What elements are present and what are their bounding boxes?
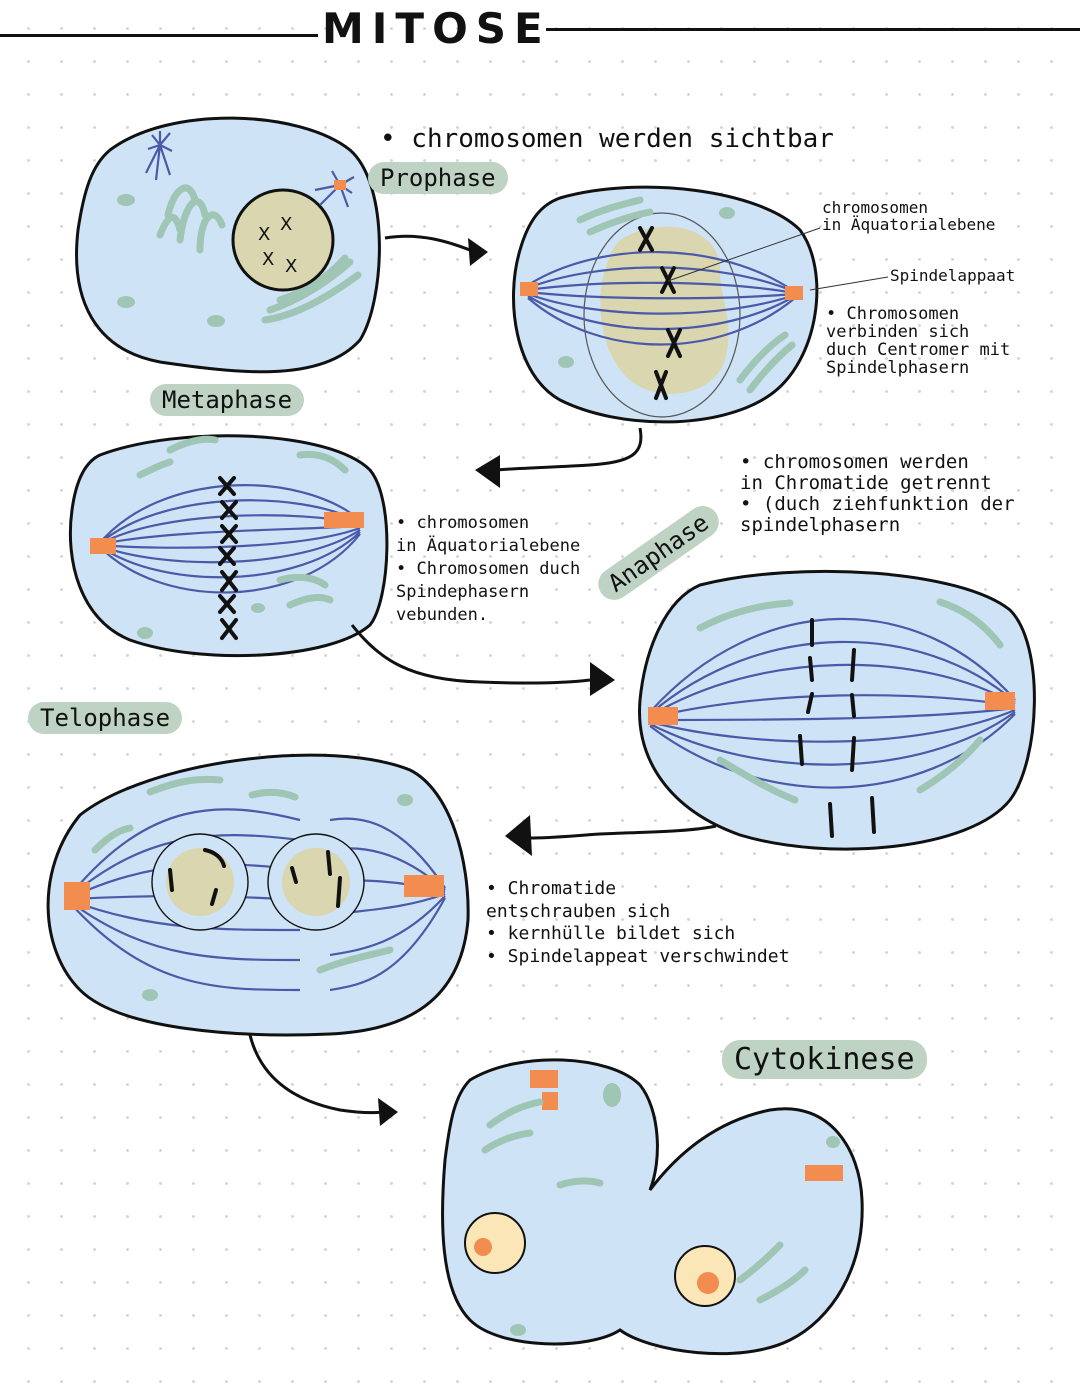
- note-line: entschrauben sich: [486, 900, 671, 922]
- note-prophase-spindel: Spindelappaat: [890, 266, 1016, 285]
- note-line: vebunden.: [396, 604, 489, 625]
- arrow-to-metaphase: [494, 427, 643, 472]
- svg-text:X: X: [258, 224, 270, 245]
- arrow-to-anaphase: [350, 624, 591, 685]
- nucleus: [231, 188, 335, 292]
- note-line: verbinden sich: [826, 321, 970, 342]
- label-telophase: Telophase: [28, 702, 183, 734]
- note-telophase: • Chromatide entschrauben sich • kernhül…: [486, 878, 789, 968]
- arrow-head-telophase: [505, 815, 532, 856]
- label-prophase: Prophase: [368, 162, 508, 194]
- note-line: Spindephasern: [396, 581, 530, 602]
- arrow-head-cytokinese: [378, 1098, 398, 1126]
- header-rule-right: [546, 28, 1080, 31]
- note-line: • Chromatide: [486, 878, 617, 899]
- note-prophase-verbinden: • Chromosomen verbinden sich duch Centro…: [826, 304, 1011, 378]
- note-line: in Äquatorialebene: [822, 214, 996, 234]
- arrow-to-cytokinese: [248, 1034, 386, 1115]
- note-line: in Äquatorialebene: [396, 535, 581, 556]
- arrow-to-prophase: [384, 234, 476, 254]
- note-anaphase: • chromosomen werden in Chromatide getre…: [740, 452, 1015, 536]
- note-metaphase: • chromosomen in Äquatorialebene • Chrom…: [396, 512, 580, 627]
- arrow-head-metaphase: [475, 455, 500, 488]
- note-line: duch Centromer mit: [826, 339, 1011, 360]
- note-line: • chromosomen: [396, 513, 530, 533]
- telophase-cell: [46, 753, 470, 1037]
- interphase-cell: X X X X: [75, 116, 381, 374]
- arrow-head-anaphase: [590, 662, 615, 696]
- svg-text:X: X: [262, 249, 274, 270]
- note-line: • (duch ziehfunktion der: [740, 492, 1015, 515]
- note-line: in Chromatide getrennt: [740, 471, 992, 494]
- note-line: chromosomen: [822, 198, 928, 217]
- note-line: • Chromosomen: [826, 304, 960, 324]
- header-rule-left: [0, 34, 318, 37]
- metaphase-cell: [68, 434, 389, 658]
- page-title: MITOSE: [322, 4, 551, 53]
- label-cytokinese: Cytokinese: [722, 1040, 927, 1079]
- note-line: • chromosomen werden: [740, 451, 969, 473]
- note-line: spindelphasern: [740, 513, 901, 536]
- note-line: • kernhülle bildet sich: [486, 923, 736, 944]
- svg-text:X: X: [285, 256, 297, 277]
- note-line: • Chromosomen duch: [396, 558, 581, 579]
- arrow-head-prophase: [468, 238, 488, 266]
- label-metaphase: Metaphase: [150, 384, 305, 416]
- arrow-to-telophase: [529, 824, 717, 840]
- prophase-cell: [511, 185, 889, 424]
- note-prophase-top: • chromosomen werden sichtbar: [380, 124, 834, 154]
- note-line: Spindelphasern: [826, 357, 970, 378]
- svg-text:X: X: [280, 214, 292, 235]
- note-line: • Spindelappeat verschwindet: [486, 945, 790, 967]
- cytokinese-cell: [441, 1058, 864, 1356]
- anaphase-cell: [638, 569, 1036, 851]
- note-prophase-chromosomen: chromosomen in Äquatorialebene: [822, 198, 996, 234]
